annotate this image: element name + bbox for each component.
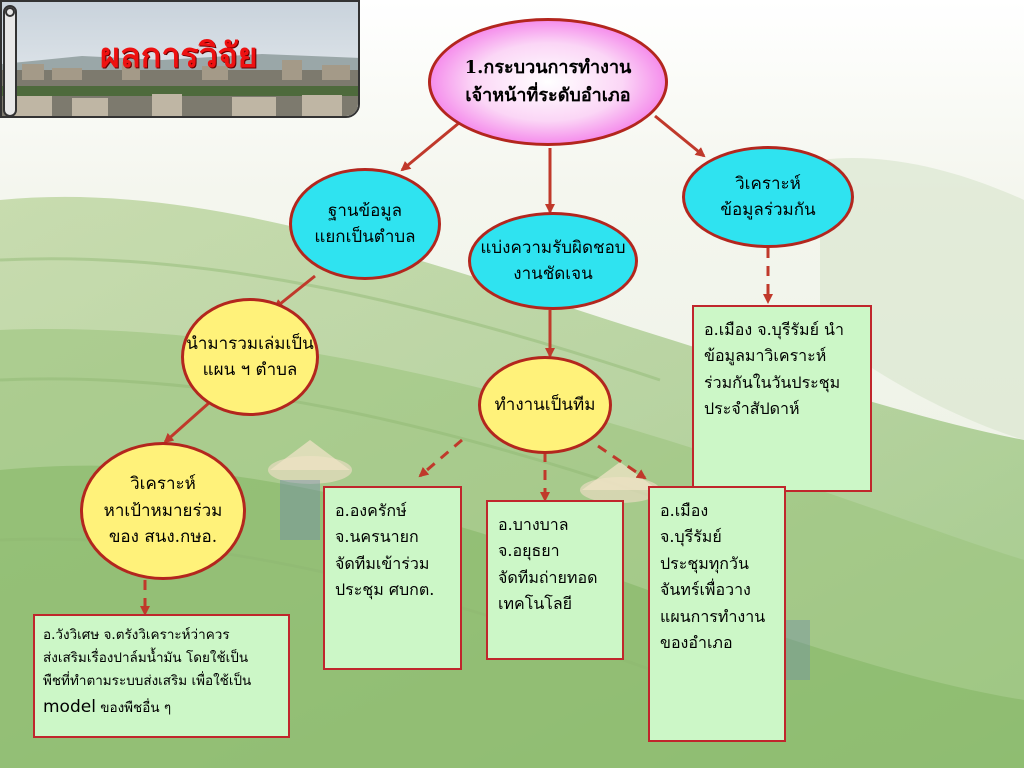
main-node-line2: เจ้าหน้าที่ระดับอำเภอ (465, 85, 631, 106)
teamwork-node: ทำงานเป็นทีม (478, 356, 612, 454)
box-line: จันทร์เพื่อวาง (660, 580, 751, 600)
box-line: ข้อมูลมาวิเคราะห์ (704, 346, 827, 366)
mueang-meeting-box: อ.เมือง จ.บุรีรัมย์ ประชุมทุกวัน จันทร์เ… (648, 486, 786, 742)
box-line: อ.เมือง (660, 501, 709, 520)
main-node-line1: 1.กระบวนการทำงาน (464, 57, 632, 79)
mueang-analyze-box: อ.เมือง จ.บุรีรัมย์ นำ ข้อมูลมาวิเคราะห์… (692, 305, 872, 492)
bangban-box: อ.บางบาล จ.อยุธยา จัดทีมถ่ายทอด เทคโนโลย… (486, 500, 624, 660)
analyze-node-line1: วิเคราะห์ (735, 173, 801, 194)
box-line: ร่วมกันในวันประชุม (704, 372, 841, 392)
teamwork-node-line1: ทำงานเป็นทีม (494, 394, 596, 415)
target-node-line3: ของ สนง.กษอ. (108, 527, 218, 548)
box-line: พืชที่ทำตามระบบส่งเสริม เพื่อใช้เป็น (43, 672, 252, 689)
responsibility-node-line1: แบ่งความรับผิดชอบ (480, 237, 626, 258)
box-line: จัดทีมถ่ายทอด (498, 567, 598, 587)
ongkharak-box: อ.องครักษ์ จ.นครนายก จัดทีมเข้าร่วม ประช… (323, 486, 462, 670)
box-line: ประชุมทุกวัน (660, 553, 749, 573)
scroll-curl-decoration (3, 5, 17, 116)
city-skyline-image (2, 2, 358, 116)
box-line: แผนการทำงาน (660, 606, 766, 626)
box-line: เทคโนโลยี (498, 594, 573, 614)
analyze-node-line2: ข้อมูลร่วมกัน (720, 200, 816, 220)
analyze-node: วิเคราะห์ ข้อมูลร่วมกัน (682, 146, 854, 248)
target-node-line1: วิเคราะห์ (130, 474, 196, 495)
database-node: ฐานข้อมูล แยกเป็นตำบล (289, 168, 441, 280)
database-node-line1: ฐานข้อมูล (327, 200, 402, 221)
page-title: ผลการวิจัย (100, 36, 258, 76)
target-node-line2: หาเป้าหมายร่วม (103, 500, 223, 521)
box-line: จ.อยุธยา (498, 541, 560, 561)
box-line: อ.วังวิเศษ จ.ตรังวิเคราะห์ว่าควร (43, 627, 230, 643)
title-banner: ผลการวิจัย (0, 0, 360, 118)
compile-node-line1: นำมารวมเล่มเป็น (186, 333, 314, 354)
model-word: model (43, 696, 96, 717)
compile-node: นำมารวมเล่มเป็น แผน ฯ ตำบล (181, 298, 319, 416)
box-line: จัดทีมเข้าร่วม (335, 553, 430, 573)
responsibility-node-line2: งานชัดเจน (513, 264, 593, 284)
box-line: ประชุม ศบกต. (335, 580, 435, 600)
box-line: model ของพืชอื่น ๆ (43, 693, 280, 722)
box-line: อ.องครักษ์ (335, 501, 407, 520)
box-line: ของอำเภอ (660, 632, 733, 652)
main-process-node: 1.กระบวนการทำงาน เจ้าหน้าที่ระดับอำเภอ (428, 18, 668, 146)
box-line: จ.นครนายก (335, 527, 419, 547)
box-line: ประจำสัปดาห์ (704, 399, 800, 419)
target-node: วิเคราะห์ หาเป้าหมายร่วม ของ สนง.กษอ. (80, 442, 246, 580)
compile-node-line2: แผน ฯ ตำบล (202, 360, 298, 380)
responsibility-node: แบ่งความรับผิดชอบ งานชัดเจน (468, 212, 638, 310)
box-line: อ.เมือง จ.บุรีรัมย์ นำ (704, 320, 844, 339)
box-line: อ.บางบาล (498, 515, 569, 534)
database-node-line2: แยกเป็นตำบล (314, 227, 416, 247)
box-line: จ.บุรีรัมย์ (660, 527, 722, 547)
wangwiset-box: อ.วังวิเศษ จ.ตรังวิเคราะห์ว่าควร ส่งเสริ… (33, 614, 290, 738)
box-line: ส่งเสริมเรื่องปาล์มน้ำมัน โดยใช้เป็น (43, 649, 249, 666)
box-line-rest: ของพืชอื่น ๆ (95, 699, 172, 716)
